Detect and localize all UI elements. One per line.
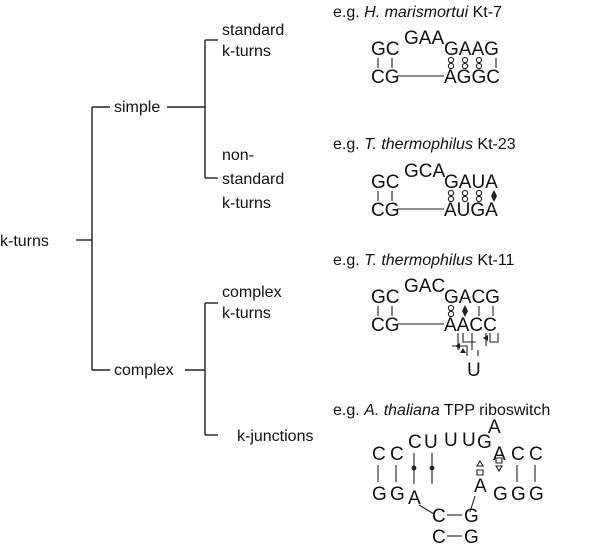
tertiary-interaction-lines (452, 333, 499, 356)
strand-top-5p: GC (371, 39, 400, 60)
nucleotide: U (444, 430, 458, 451)
arrow-icon (455, 343, 460, 349)
nucleotide: A (488, 417, 501, 438)
arrow-icon (460, 348, 466, 353)
nucleotide: G (464, 527, 479, 546)
sheared-ga-pair-icon (447, 56, 455, 70)
example-tpp-riboswitch: e.g. A. thaliana TPP riboswitch C C C U … (333, 402, 550, 546)
sheared-pair-icon (476, 459, 484, 476)
example-caption: e.g. A. thaliana TPP riboswitch (333, 402, 550, 419)
loop-nucleotide: U (467, 360, 481, 381)
strand-bottom-left: CG (371, 315, 400, 336)
example-caption: e.g. T. thermophilus Kt-11 (333, 252, 515, 269)
noncanonical-pair-icon (462, 305, 468, 317)
nucleotide: A (408, 488, 421, 509)
nucleotide: G (464, 506, 479, 527)
nucleotide: C (529, 444, 543, 465)
sheared-pair-icon (495, 457, 503, 473)
nonstandard-label-line3: k-turns (222, 195, 271, 212)
classification-tree: k-turns simple standard k-turns non- sta… (0, 22, 313, 445)
sheared-ga-pair-icon (447, 304, 455, 318)
example-kt7: e.g. H. marismortui Kt-7 GC GAA GAAG CG … (333, 4, 502, 88)
sheared-ga-pair-icon (475, 56, 483, 70)
example-caption: e.g. H. marismortui Kt-7 (333, 4, 502, 21)
nucleotide: C (511, 444, 525, 465)
nucleotide: U (462, 430, 476, 451)
nucleotide: G (477, 432, 492, 453)
sheared-ga-pair-icon (475, 189, 483, 203)
nucleotide: G (372, 484, 387, 505)
nucleotide: C (408, 432, 422, 453)
standard-label-line1: standard (222, 22, 284, 39)
backbone-link (418, 504, 435, 515)
strand-top-3p: GACG (444, 287, 500, 308)
example-caption: e.g. T. thermophilus Kt-23 (333, 136, 516, 153)
nucleotide: C (372, 444, 386, 465)
nucleotide: A (493, 444, 506, 465)
simple-label: simple (114, 99, 160, 116)
strand-bottom-left: CG (371, 200, 400, 221)
strand-top-3p: GAAG (444, 39, 499, 60)
nucleotide: G (493, 484, 508, 505)
strand-top-5p: GC (371, 287, 400, 308)
nucleotide: A (474, 476, 487, 497)
strand-bottom-left: CG (371, 67, 400, 88)
nucleotide: C (432, 506, 446, 527)
complex-label: complex (114, 362, 174, 379)
arrow-icon (483, 335, 488, 341)
sheared-ga-pair-icon (447, 189, 455, 203)
nucleotide: G (511, 484, 526, 505)
kjunction-label: k-junctions (237, 428, 313, 445)
complex-kturn-label-line2: k-turns (222, 305, 271, 322)
nucleotide: G (529, 484, 544, 505)
strand-top-3p: GAUA (444, 172, 498, 193)
loop-sequence: GCA (404, 161, 446, 182)
strand-top-5p: GC (371, 172, 400, 193)
loop-sequence: GAC (404, 276, 445, 297)
sheared-pair-icons (447, 56, 483, 70)
standard-label-line2: k-turns (222, 43, 271, 60)
nonstandard-label-line1: non- (222, 147, 254, 164)
strand-bottom-right: AUGA (444, 200, 498, 221)
nucleotide: C (432, 527, 446, 546)
sheared-ga-pair-icon (461, 189, 469, 203)
complex-kturn-label-line1: complex (222, 284, 282, 301)
noncanonical-pair-icon (429, 453, 435, 484)
strand-bottom-right: AACC (444, 315, 497, 336)
noncanonical-pair-icon (491, 190, 497, 202)
noncanonical-pair-icon (411, 453, 417, 484)
nonstandard-label-line2: standard (222, 171, 284, 188)
sheared-ga-pair-icon (461, 56, 469, 70)
example-kt23: e.g. T. thermophilus Kt-23 GC GCA GAUA C… (333, 136, 516, 221)
root-label: k-turns (0, 233, 49, 250)
nucleotide: G (390, 484, 405, 505)
strand-bottom-right: AGGC (444, 67, 500, 88)
nucleotide: C (390, 444, 404, 465)
loop-sequence: GAA (404, 28, 444, 49)
nucleotide: U (424, 432, 438, 453)
example-kt11: e.g. T. thermophilus Kt-11 GC GAC GACG C… (333, 252, 515, 381)
backbone-link (469, 495, 476, 513)
